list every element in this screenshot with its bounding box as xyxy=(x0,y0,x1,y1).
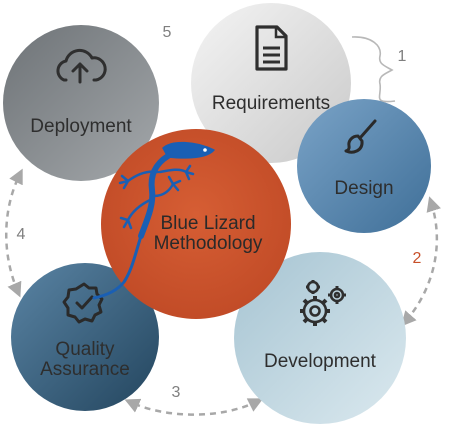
stage-development: Development xyxy=(234,252,406,424)
check-badge-icon xyxy=(62,282,104,324)
gears-icon xyxy=(300,280,346,326)
qa-label-line2: Assurance xyxy=(40,359,130,380)
step-number-5: 5 xyxy=(163,24,172,41)
cloud-upload-icon xyxy=(56,48,107,84)
brace-step-1 xyxy=(351,36,396,103)
development-label: Development xyxy=(264,351,377,372)
qa-label-line1: Quality xyxy=(55,339,115,360)
step-number-2: 2 xyxy=(413,250,422,267)
center-label-line2: Methodology xyxy=(154,233,263,254)
paintbrush-icon xyxy=(344,119,377,154)
requirements-label: Requirements xyxy=(212,93,330,114)
stage-deployment: Deployment xyxy=(3,25,159,181)
stage-design: Design xyxy=(297,99,431,233)
step-number-3: 3 xyxy=(172,384,181,401)
arrow-qa-to-deployment xyxy=(5,168,23,298)
design-label: Design xyxy=(334,178,393,199)
center-label-line1: Blue Lizard xyxy=(160,213,255,234)
deployment-label: Deployment xyxy=(30,116,132,137)
stage-requirements: Requirements xyxy=(191,3,351,163)
lizard-icon xyxy=(92,141,215,300)
document-icon xyxy=(255,25,288,71)
step-number-1: 1 xyxy=(398,48,407,65)
center-methodology: Blue Lizard Methodology xyxy=(92,129,291,319)
step-number-4: 4 xyxy=(17,226,26,243)
stage-quality-assurance: Quality Assurance xyxy=(11,263,159,411)
arrow-development-to-qa xyxy=(124,398,264,416)
arrow-design-to-development xyxy=(401,196,441,327)
